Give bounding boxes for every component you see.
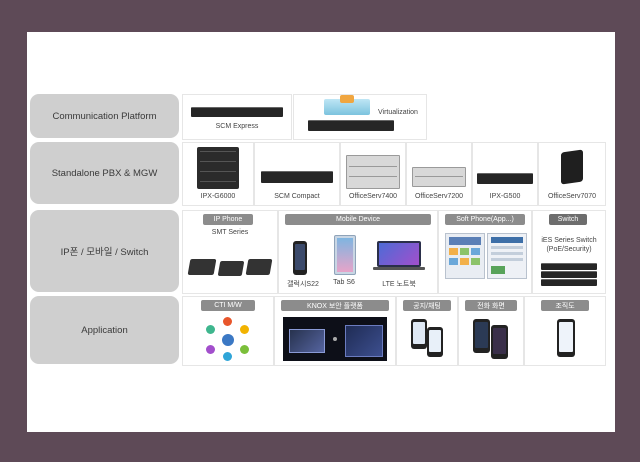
switch-caption-line2: (PoE/Security) — [546, 246, 592, 253]
org-chart-header: 조직도 — [541, 300, 589, 311]
officeserv7400-device-icon — [346, 155, 400, 189]
call-screen-phone-icon-2 — [491, 325, 508, 359]
lte-notebook-icon — [377, 241, 421, 267]
call-screen-header: 전화 화면 — [465, 300, 517, 311]
row-label-communication-platform: Communication Platform — [30, 94, 179, 138]
cell-officeserv7200: OfficeServ7200 — [406, 142, 472, 206]
ipx-g500-caption: IPX-G500 — [489, 193, 521, 200]
soft-phone-dialpad-icon — [445, 233, 485, 279]
cell-scm-compact: SCM Compact — [254, 142, 340, 206]
cell-scm-express: SCM Express — [182, 94, 292, 140]
cell-switch: Switch iES Series Switch (PoE/Security) — [532, 210, 606, 294]
lte-notebook-base-icon — [373, 267, 425, 270]
switch-device-icon-3 — [541, 279, 597, 286]
switch-caption-line1: iES Series Switch — [541, 237, 597, 244]
row-label-ip-mobile-switch: IP폰 / 모바일 / Switch — [30, 210, 179, 292]
mobile-device-header: Mobile Device — [285, 214, 431, 225]
knox-platform-diagram-icon — [283, 317, 387, 361]
desk-phone-icon-1 — [187, 259, 217, 275]
desk-phone-icon-3 — [245, 259, 273, 275]
switch-device-icon-1 — [541, 263, 597, 270]
scm-express-caption: SCM Express — [215, 123, 259, 130]
switch-device-icon-2 — [541, 271, 597, 278]
smt-series-caption: SMT Series — [211, 229, 249, 236]
galaxy-s22-icon — [293, 241, 307, 275]
officeserv7070-device-icon — [561, 149, 583, 185]
officeserv7070-caption: OfficeServ7070 — [547, 193, 597, 200]
call-screen-phone-icon-1 — [473, 319, 490, 353]
cell-knox: KNOX 보안 플랫폼 — [274, 296, 396, 366]
ip-phone-header: IP Phone — [203, 214, 253, 225]
officeserv7400-caption: OfficeServ7400 — [348, 193, 398, 200]
officeserv7200-device-icon — [412, 167, 466, 187]
cell-notice-chat: 공지/채팅 — [396, 296, 458, 366]
lte-notebook-caption: LTE 노트북 — [382, 281, 416, 288]
soft-phone-window-icon — [487, 233, 527, 279]
cell-call-screen: 전화 화면 — [458, 296, 524, 366]
notice-phone-icon-1 — [411, 319, 427, 349]
tab-s6-caption: Tab S6 — [333, 279, 355, 286]
soft-phone-header: Soft Phone(App...) — [445, 214, 525, 225]
tab-s6-icon — [334, 235, 356, 275]
cell-virtualization: Virtualization — [293, 94, 427, 140]
cell-cti-mw: CTI M/W — [182, 296, 274, 366]
virtualization-server-icon — [324, 95, 370, 115]
scm-compact-device-icon — [261, 171, 333, 183]
cell-officeserv7070: OfficeServ7070 — [538, 142, 606, 206]
ipx-g6000-cabinet-icon — [197, 147, 239, 189]
switch-header: Switch — [549, 214, 587, 225]
desk-phone-icon-2 — [217, 261, 245, 276]
cell-org-chart: 조직도 — [524, 296, 606, 366]
row-label-standalone-pbx: Standalone PBX & MGW — [30, 142, 179, 204]
org-chart-phone-icon — [557, 319, 575, 357]
ipx-g500-device-icon — [477, 173, 533, 184]
cell-ip-phone: IP Phone SMT Series — [182, 210, 278, 294]
knox-header: KNOX 보안 플랫폼 — [281, 300, 389, 311]
cti-network-icon — [205, 317, 251, 361]
officeserv7200-caption: OfficeServ7200 — [414, 193, 464, 200]
cell-ipx-g6000: IPX-G6000 — [182, 142, 254, 206]
cti-mw-header: CTI M/W — [201, 300, 255, 311]
virtualization-caption: Virtualization — [378, 109, 418, 116]
cell-officeserv7400: OfficeServ7400 — [340, 142, 406, 206]
cell-mobile-device: Mobile Device 갤럭시S22 Tab S6 LTE 노트북 — [278, 210, 438, 294]
virtualization-rack-icon — [308, 120, 394, 131]
notice-chat-header: 공지/채팅 — [403, 300, 451, 311]
scm-express-device-icon — [191, 107, 283, 117]
galaxy-s22-caption: 갤럭시S22 — [287, 281, 319, 288]
notice-phone-icon-2 — [427, 327, 443, 357]
slide: Communication Platform Standalone PBX & … — [27, 32, 615, 432]
cell-soft-phone: Soft Phone(App...) — [438, 210, 532, 294]
ipx-g6000-caption: IPX-G6000 — [200, 193, 236, 200]
cell-ipx-g500: IPX-G500 — [472, 142, 538, 206]
row-label-application: Application — [30, 296, 179, 364]
scm-compact-caption: SCM Compact — [274, 193, 320, 200]
